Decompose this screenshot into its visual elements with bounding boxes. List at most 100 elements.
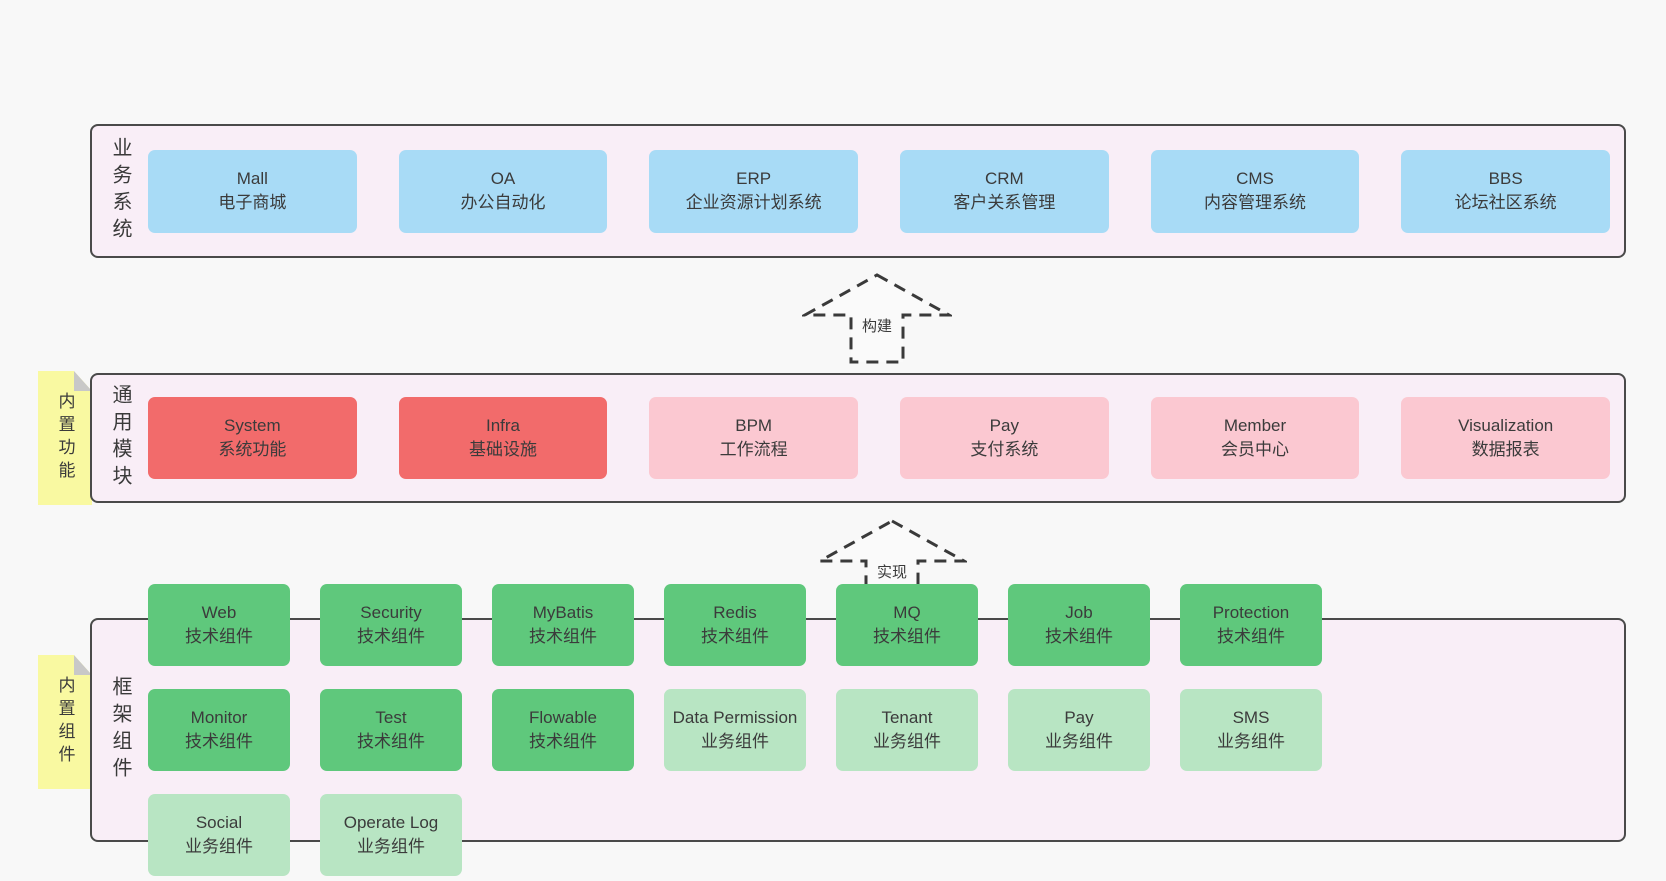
box-subtitle: 技术组件 bbox=[529, 627, 597, 646]
box-crm: CRM 客户关系管理 bbox=[900, 149, 1109, 233]
box-bpm: BPM 工作流程 bbox=[649, 397, 858, 479]
layer-label-business-systems: 业务系统 bbox=[109, 137, 131, 245]
box-title: Tenant bbox=[881, 708, 933, 727]
box-title: Redis bbox=[713, 603, 757, 622]
box-title: Data Permission bbox=[672, 708, 798, 727]
box-title: Mall bbox=[236, 169, 268, 188]
box-pay-component: Pay 业务组件 bbox=[1008, 689, 1150, 771]
build-arrow: 构建 bbox=[802, 272, 952, 364]
box-title: Test bbox=[375, 708, 407, 727]
box-title: Operate Log bbox=[343, 813, 439, 832]
box-subtitle: 业务组件 bbox=[701, 732, 769, 751]
box-subtitle: 技术组件 bbox=[529, 732, 597, 751]
box-member: Member 会员中心 bbox=[1150, 397, 1360, 479]
box-subtitle: 技术组件 bbox=[873, 627, 941, 646]
implement-arrow: 实现 bbox=[817, 518, 967, 606]
box-subtitle: 技术组件 bbox=[1045, 627, 1113, 646]
box-redis: Redis 技术组件 bbox=[664, 584, 806, 666]
box-subtitle: 会员中心 bbox=[1220, 440, 1289, 459]
box-subtitle: 企业资源计划系统 bbox=[685, 193, 822, 212]
box-erp: ERP 企业资源计划系统 bbox=[649, 149, 858, 233]
box-mybatis: MyBatis 技术组件 bbox=[492, 584, 634, 666]
box-subtitle: 业务组件 bbox=[357, 837, 425, 856]
box-subtitle: 技术组件 bbox=[357, 732, 425, 751]
box-data-permission: Data Permission 业务组件 bbox=[664, 689, 806, 771]
layer-framework-components: 框架组件 Web 技术组件 Security 技术组件 MyBatis 技术组件… bbox=[90, 584, 1626, 876]
box-title: Protection bbox=[1212, 603, 1290, 622]
components-box-grid: Web 技术组件 Security 技术组件 MyBatis 技术组件 Redi… bbox=[148, 584, 1624, 876]
box-subtitle: 办公自动化 bbox=[460, 193, 546, 212]
box-bbs: BBS 论坛社区系统 bbox=[1401, 149, 1610, 233]
box-sms: SMS 业务组件 bbox=[1180, 689, 1322, 771]
box-title: Pay bbox=[1064, 708, 1094, 727]
arrow-label-implement: 实现 bbox=[873, 560, 911, 583]
box-title: MQ bbox=[893, 603, 921, 622]
box-test: Test 技术组件 bbox=[320, 689, 462, 771]
note-label: 内置功能 bbox=[55, 392, 75, 484]
box-infra: Infra 基础设施 bbox=[398, 397, 608, 479]
box-title: Security bbox=[360, 603, 422, 622]
box-subtitle: 技术组件 bbox=[185, 627, 253, 646]
box-social: Social 业务组件 bbox=[148, 794, 290, 876]
layer-label-framework-components: 框架组件 bbox=[109, 676, 131, 784]
box-title: Flowable bbox=[528, 708, 598, 727]
box-web: Web 技术组件 bbox=[148, 584, 290, 666]
box-title: Web bbox=[201, 603, 237, 622]
box-subtitle: 技术组件 bbox=[357, 627, 425, 646]
box-subtitle: 系统功能 bbox=[218, 440, 287, 459]
box-title: Infra bbox=[485, 416, 520, 435]
note-built-in-features: 内置功能 bbox=[38, 371, 92, 505]
box-flowable: Flowable 技术组件 bbox=[492, 689, 634, 771]
box-mq: MQ 技术组件 bbox=[836, 584, 978, 666]
box-monitor: Monitor 技术组件 bbox=[148, 689, 290, 771]
box-title: BBS bbox=[1488, 169, 1523, 188]
box-title: Monitor bbox=[190, 708, 248, 727]
box-title: CMS bbox=[1236, 169, 1274, 188]
box-tenant: Tenant 业务组件 bbox=[836, 689, 978, 771]
modules-box-grid: System 系统功能 Infra 基础设施 BPM 工作流程 Pay 支付系统… bbox=[148, 397, 1624, 479]
box-security: Security 技术组件 bbox=[320, 584, 462, 666]
box-subtitle: 电子商城 bbox=[218, 193, 287, 212]
box-protection: Protection 技术组件 bbox=[1180, 584, 1322, 666]
box-subtitle: 业务组件 bbox=[185, 837, 253, 856]
box-cms: CMS 内容管理系统 bbox=[1150, 149, 1360, 233]
box-subtitle: 技术组件 bbox=[701, 627, 769, 646]
box-title: ERP bbox=[736, 169, 772, 188]
box-subtitle: 技术组件 bbox=[1217, 627, 1285, 646]
box-subtitle: 客户关系管理 bbox=[953, 193, 1056, 212]
box-title: Social bbox=[195, 813, 243, 832]
box-subtitle: 支付系统 bbox=[970, 440, 1039, 459]
layer-label-common-modules: 通用模块 bbox=[109, 384, 131, 492]
note-built-in-components: 内置组件 bbox=[38, 655, 92, 789]
layer-common-modules: 通用模块 System 系统功能 Infra 基础设施 BPM 工作流程 Pay… bbox=[90, 373, 1626, 503]
box-subtitle: 数据报表 bbox=[1471, 440, 1540, 459]
layer-business-systems: 业务系统 Mall 电子商城 OA 办公自动化 ERP 企业资源计划系统 CRM… bbox=[90, 124, 1626, 258]
box-subtitle: 业务组件 bbox=[1217, 732, 1285, 751]
box-title: Member bbox=[1223, 416, 1287, 435]
box-subtitle: 论坛社区系统 bbox=[1454, 193, 1557, 212]
box-title: MyBatis bbox=[532, 603, 594, 622]
box-subtitle: 工作流程 bbox=[719, 440, 788, 459]
box-title: SMS bbox=[1232, 708, 1270, 727]
box-title: System bbox=[223, 416, 281, 435]
box-operate-log: Operate Log 业务组件 bbox=[320, 794, 462, 876]
box-title: BPM bbox=[735, 416, 773, 435]
box-title: Pay bbox=[989, 416, 1019, 435]
box-oa: OA 办公自动化 bbox=[398, 149, 608, 233]
box-visualization: Visualization 数据报表 bbox=[1401, 397, 1610, 479]
box-subtitle: 业务组件 bbox=[1045, 732, 1113, 751]
box-title: OA bbox=[490, 169, 516, 188]
box-pay-system: Pay 支付系统 bbox=[900, 397, 1109, 479]
box-title: CRM bbox=[984, 169, 1024, 188]
note-label: 内置组件 bbox=[55, 676, 75, 768]
box-title: Visualization bbox=[1458, 416, 1554, 435]
business-box-grid: Mall 电子商城 OA 办公自动化 ERP 企业资源计划系统 CRM 客户关系… bbox=[148, 149, 1624, 233]
box-subtitle: 内容管理系统 bbox=[1203, 193, 1306, 212]
box-title: Job bbox=[1065, 603, 1093, 622]
box-subtitle: 业务组件 bbox=[873, 732, 941, 751]
box-subtitle: 基础设施 bbox=[468, 440, 537, 459]
box-mall: Mall 电子商城 bbox=[148, 149, 357, 233]
box-subtitle: 技术组件 bbox=[185, 732, 253, 751]
box-job: Job 技术组件 bbox=[1008, 584, 1150, 666]
